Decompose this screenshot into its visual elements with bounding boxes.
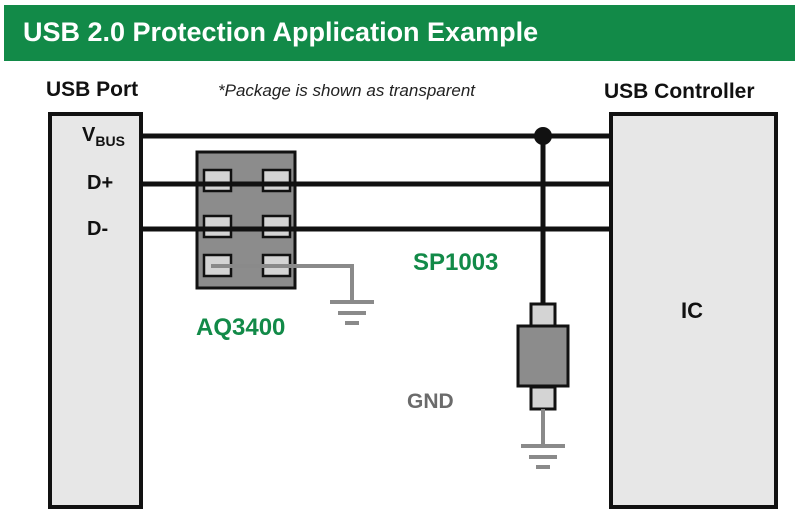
aq3400-ground-symbol — [330, 300, 374, 325]
gnd-label: GND — [407, 390, 454, 413]
usb-controller-label: USB Controller — [604, 80, 755, 103]
aq3400-ground-wire — [211, 264, 354, 300]
sp1003-label: SP1003 — [413, 249, 499, 276]
transparency-note: *Package is shown as transparent — [218, 81, 476, 100]
ic-label: IC — [681, 298, 703, 323]
usb-port-block — [48, 112, 143, 509]
sp1003-body — [516, 324, 570, 388]
dminus-label: D- — [87, 218, 109, 240]
sp1003-ground-symbol — [521, 444, 565, 469]
title-bar: USB 2.0 Protection Application Example — [4, 5, 795, 61]
vbus-label-main: V — [82, 124, 96, 146]
dplus-label: D+ — [87, 172, 114, 194]
sp1003-lead-bottom — [529, 385, 557, 411]
sp1003-lead-top — [529, 302, 557, 328]
aq3400-label: AQ3400 — [196, 314, 286, 341]
diagram-title: USB 2.0 Protection Application Example — [23, 17, 539, 47]
usb-port-label: USB Port — [46, 78, 139, 101]
vbus-label-sub: BUS — [95, 133, 125, 149]
vbus-label: VBUS — [82, 124, 125, 149]
usb-controller-block — [609, 112, 778, 509]
